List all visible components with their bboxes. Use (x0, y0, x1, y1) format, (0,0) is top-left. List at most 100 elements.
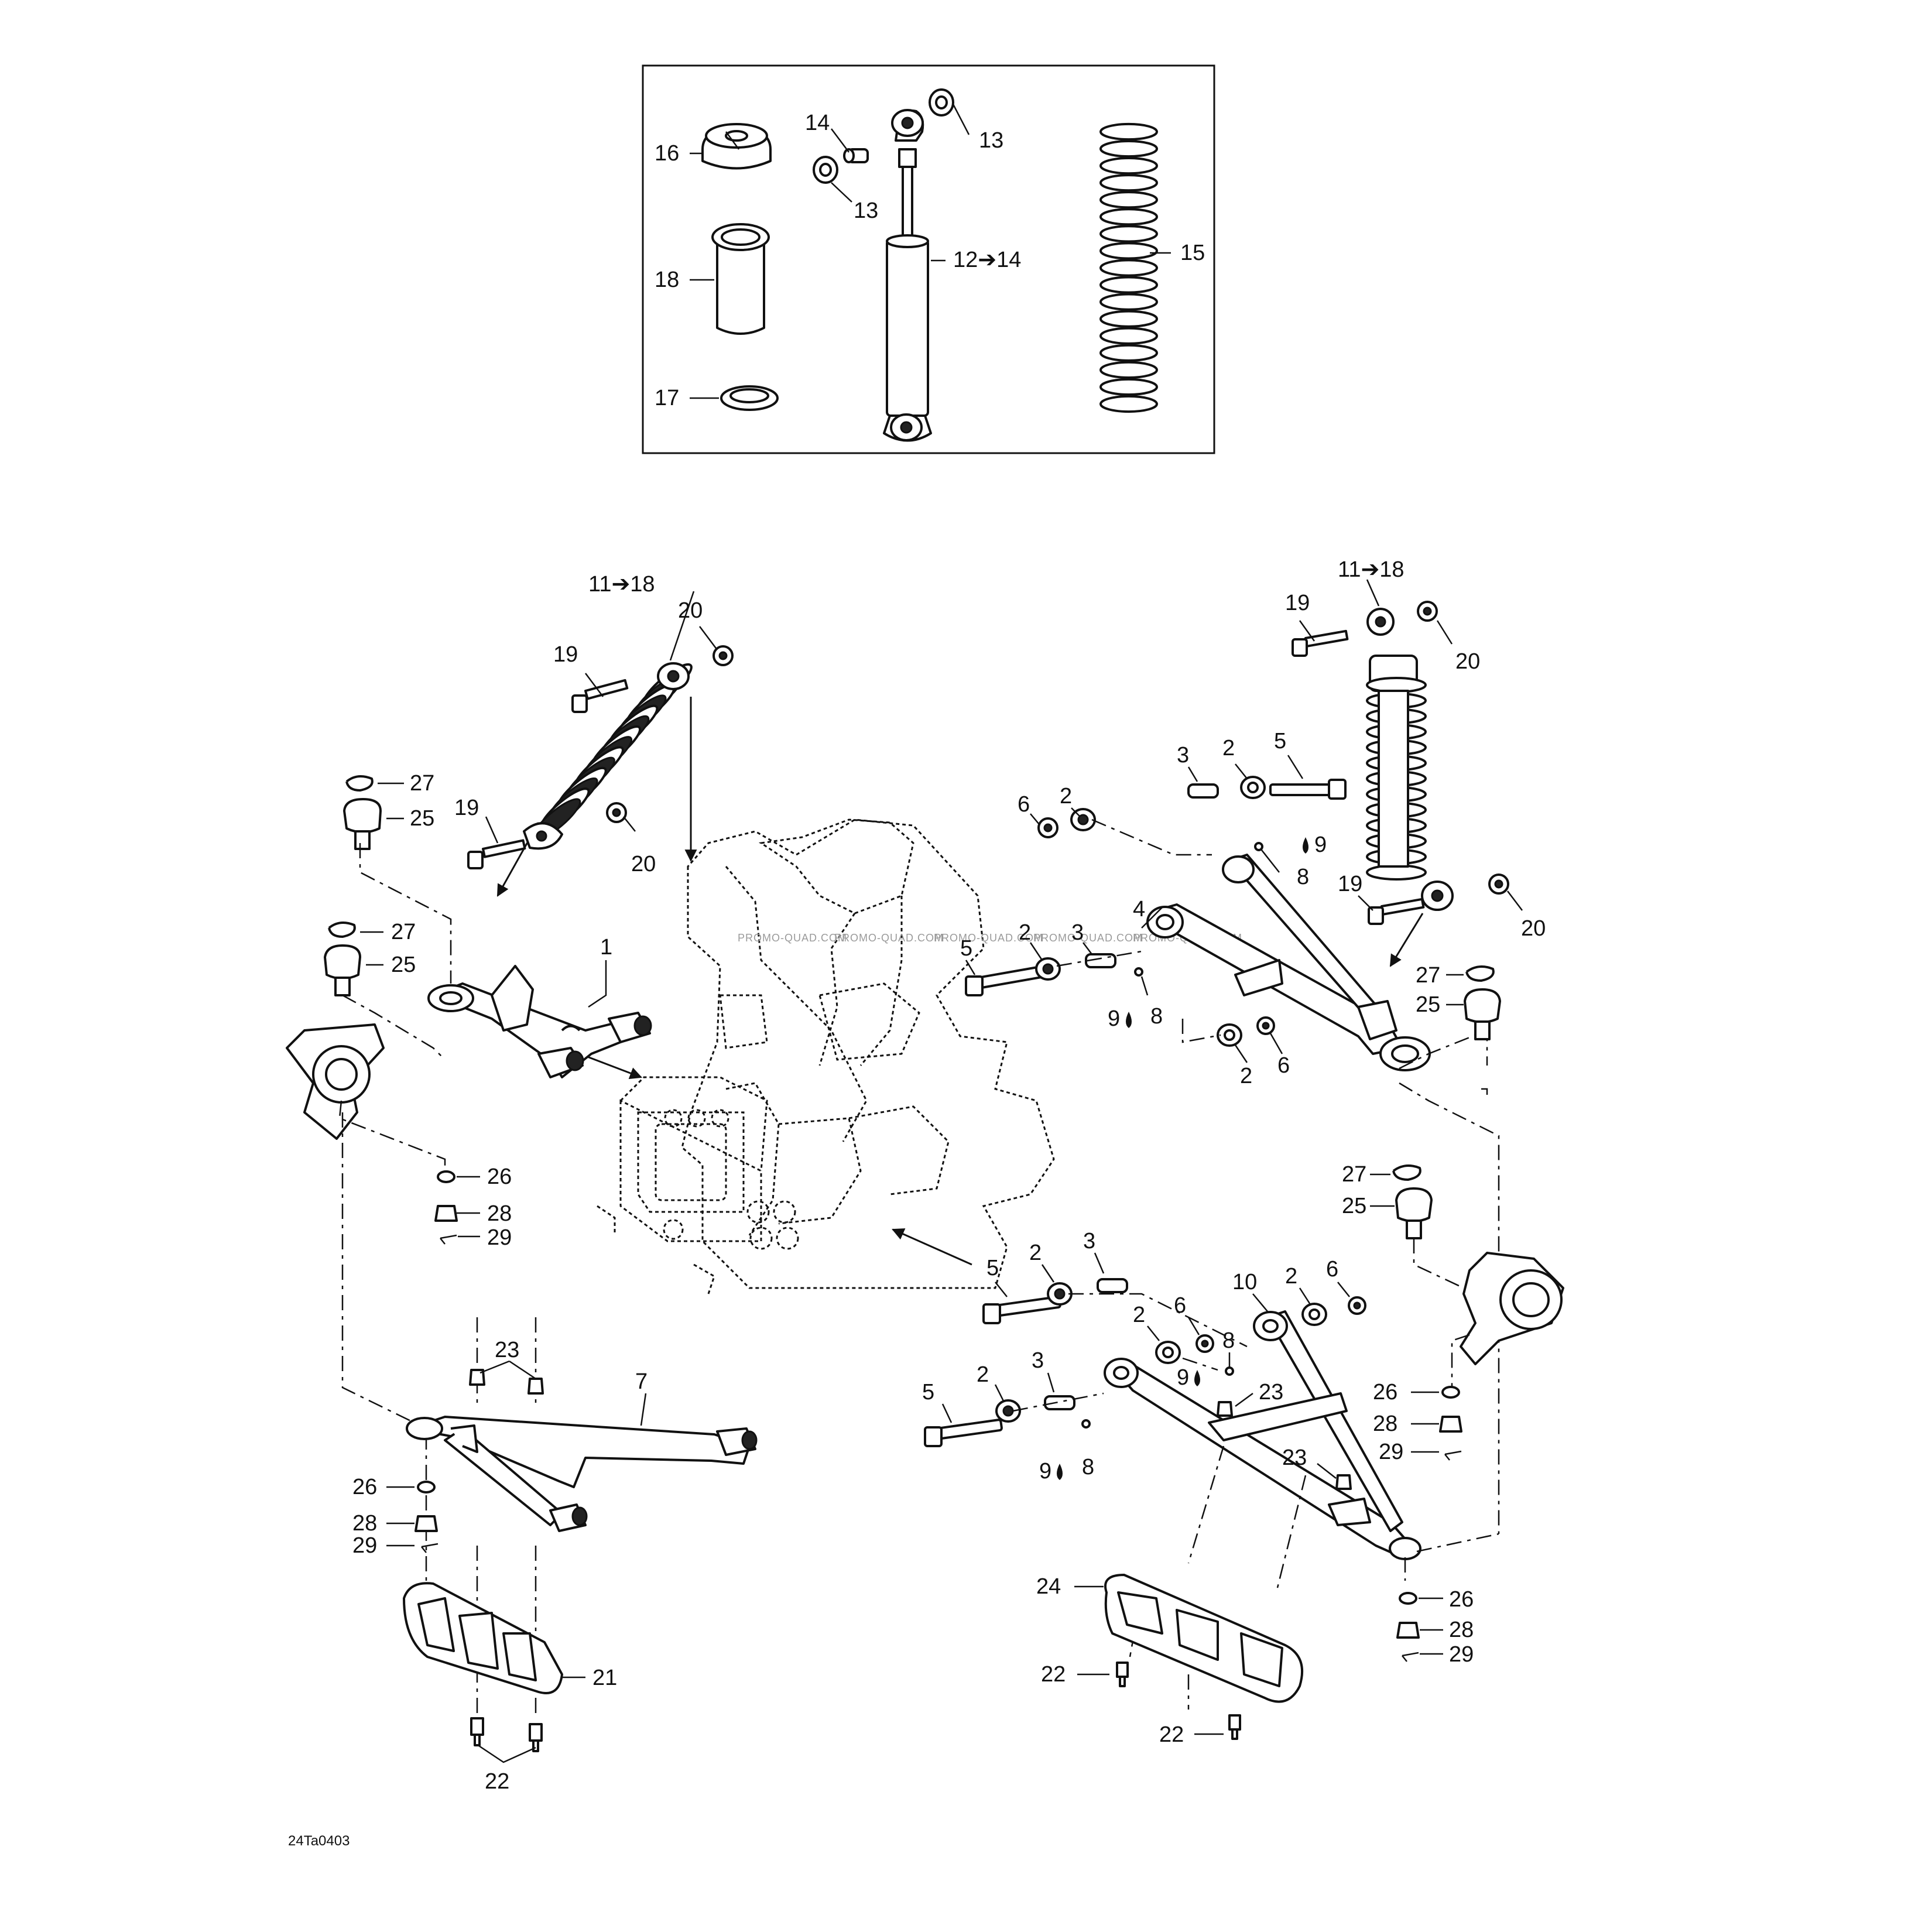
part-6-nut (1256, 1016, 1275, 1035)
label-25: 25 (391, 953, 416, 977)
part-6-nut (1195, 1334, 1214, 1353)
part-2-bushing (1035, 957, 1061, 981)
label-27: 27 (410, 771, 434, 796)
label-28: 28 (487, 1201, 512, 1226)
label-8: 8 (1222, 1328, 1235, 1353)
part-3-sleeve (1044, 1395, 1075, 1410)
part-29-cotter-pin (1444, 1450, 1462, 1461)
label-17: 17 (655, 386, 679, 410)
part-26-washer (437, 1170, 455, 1183)
label-25: 25 (410, 806, 434, 831)
part-2-bushing (1301, 1303, 1327, 1326)
label-7: 7 (635, 1369, 648, 1394)
part-3-sleeve (1097, 1278, 1128, 1293)
part-23-nut (1217, 1401, 1233, 1417)
label-28: 28 (1449, 1618, 1474, 1642)
label-1: 1 (600, 935, 612, 960)
spring-coil (1099, 225, 1158, 243)
label-26: 26 (1373, 1380, 1397, 1405)
label-5: 5 (922, 1380, 934, 1405)
label-2: 2 (1019, 920, 1031, 945)
label-9: 9 (1177, 1365, 1189, 1390)
label-26: 26 (1449, 1587, 1474, 1612)
label-5: 5 (960, 936, 972, 961)
watermark: PROMO-QUAD.COM (1033, 932, 1143, 944)
part-19-bolt (467, 839, 526, 869)
label-21: 21 (592, 1666, 617, 1690)
part-20-nut (606, 802, 627, 823)
part-29-cotter-pin (440, 1234, 457, 1245)
part-22-screw (470, 1717, 484, 1746)
part-1-upper-a-arm (427, 965, 652, 1078)
spring-coil (1099, 327, 1158, 345)
part-5-bolt (982, 1296, 1061, 1324)
label-29: 29 (352, 1533, 377, 1558)
label-8: 8 (1150, 1004, 1163, 1029)
part-8-grease-fitting (1134, 967, 1143, 977)
part-7-lower-a-arm (406, 1416, 758, 1532)
part-2-bushing (1047, 1282, 1073, 1306)
spring-coil (1099, 174, 1158, 192)
part-29-cotter-pin (421, 1543, 439, 1553)
spring-coil (1099, 259, 1158, 277)
part-6-nut (1037, 817, 1059, 838)
label-25: 25 (1342, 1194, 1366, 1218)
label-2: 2 (977, 1362, 989, 1387)
watermark: PROMO-QUAD.COM (934, 932, 1043, 944)
part-26-washer (417, 1481, 436, 1493)
label-24: 24 (1036, 1574, 1061, 1599)
label-2: 2 (1285, 1264, 1297, 1289)
label-9: 9 (1314, 833, 1327, 857)
part-28-castle-nut (415, 1515, 438, 1532)
part-2-bushing (995, 1399, 1021, 1423)
part-16-spring-retainer (701, 123, 772, 170)
part-20-nut (1488, 873, 1509, 895)
part-20-nut (1417, 601, 1438, 622)
part-22-screw (1228, 1714, 1241, 1740)
label-19: 19 (454, 796, 479, 820)
grease-drop-icon (1126, 1012, 1132, 1028)
part-24-skid-plate (1104, 1574, 1304, 1703)
part-26-washer (1441, 1386, 1460, 1399)
label-20: 20 (1455, 649, 1480, 674)
label-29: 29 (1379, 1440, 1403, 1464)
part-12-shock-absorber (883, 109, 932, 442)
label-26: 26 (352, 1475, 377, 1499)
label-18: 18 (655, 268, 679, 292)
label-22: 22 (1041, 1662, 1066, 1687)
part-3-sleeve (1187, 783, 1219, 799)
part-23-nut (469, 1369, 485, 1386)
part-2-bushing (1240, 776, 1266, 799)
label-20: 20 (631, 852, 656, 876)
label-22: 22 (1159, 1722, 1184, 1747)
left-shock-assembly (523, 662, 693, 850)
label-2: 2 (1060, 784, 1072, 809)
part-6-nut (1348, 1296, 1366, 1315)
label-8: 8 (1297, 865, 1309, 889)
label-26: 26 (487, 1164, 512, 1189)
label-28: 28 (352, 1511, 377, 1536)
part-21-skid-plate (403, 1582, 563, 1694)
watermark: PROMO-QUAD.COM (834, 932, 944, 944)
part-19-bolt (1292, 629, 1349, 657)
part-4-upper-a-arm (1146, 854, 1431, 1071)
label-28: 28 (1373, 1412, 1397, 1436)
part-5-bolt (924, 1419, 1003, 1447)
grease-drop-icon (1194, 1370, 1200, 1386)
spring-coil (1099, 139, 1158, 158)
part-8-grease-fitting (1225, 1366, 1234, 1376)
part-26-washer (1399, 1592, 1417, 1605)
label-3: 3 (1032, 1348, 1044, 1373)
label-20: 20 (678, 598, 703, 623)
label-23: 23 (1282, 1445, 1307, 1470)
label-11-to-18: 11➔18 (1338, 557, 1405, 582)
label-6: 6 (1174, 1293, 1186, 1318)
part-8-grease-fitting (1081, 1419, 1091, 1429)
spring-coil (1099, 242, 1158, 260)
part-17-ring (720, 385, 779, 411)
label-9: 9 (1108, 1006, 1120, 1031)
label-14: 14 (805, 111, 830, 135)
part-8-grease-fitting (1254, 842, 1263, 851)
label-19: 19 (1285, 591, 1310, 615)
